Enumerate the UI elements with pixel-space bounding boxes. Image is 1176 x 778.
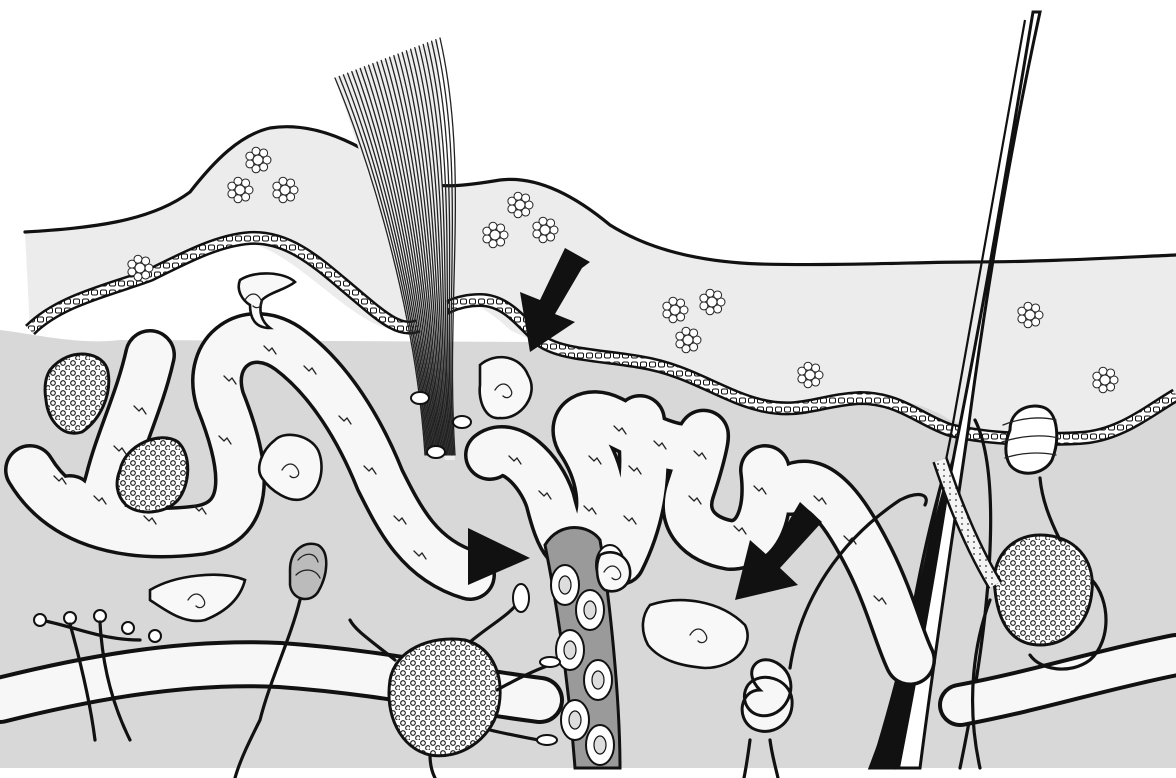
blood-cell-core bbox=[559, 576, 571, 594]
blood-cell-core bbox=[569, 711, 581, 729]
dendritic-cell bbox=[597, 552, 630, 591]
blood-cell-core bbox=[564, 641, 576, 659]
vessel-tube-fill bbox=[620, 420, 644, 560]
blood-cell-core bbox=[584, 601, 596, 619]
dendritic-cell bbox=[480, 357, 532, 418]
blood-cell-core bbox=[594, 736, 606, 754]
blood-cell-core bbox=[592, 671, 604, 689]
